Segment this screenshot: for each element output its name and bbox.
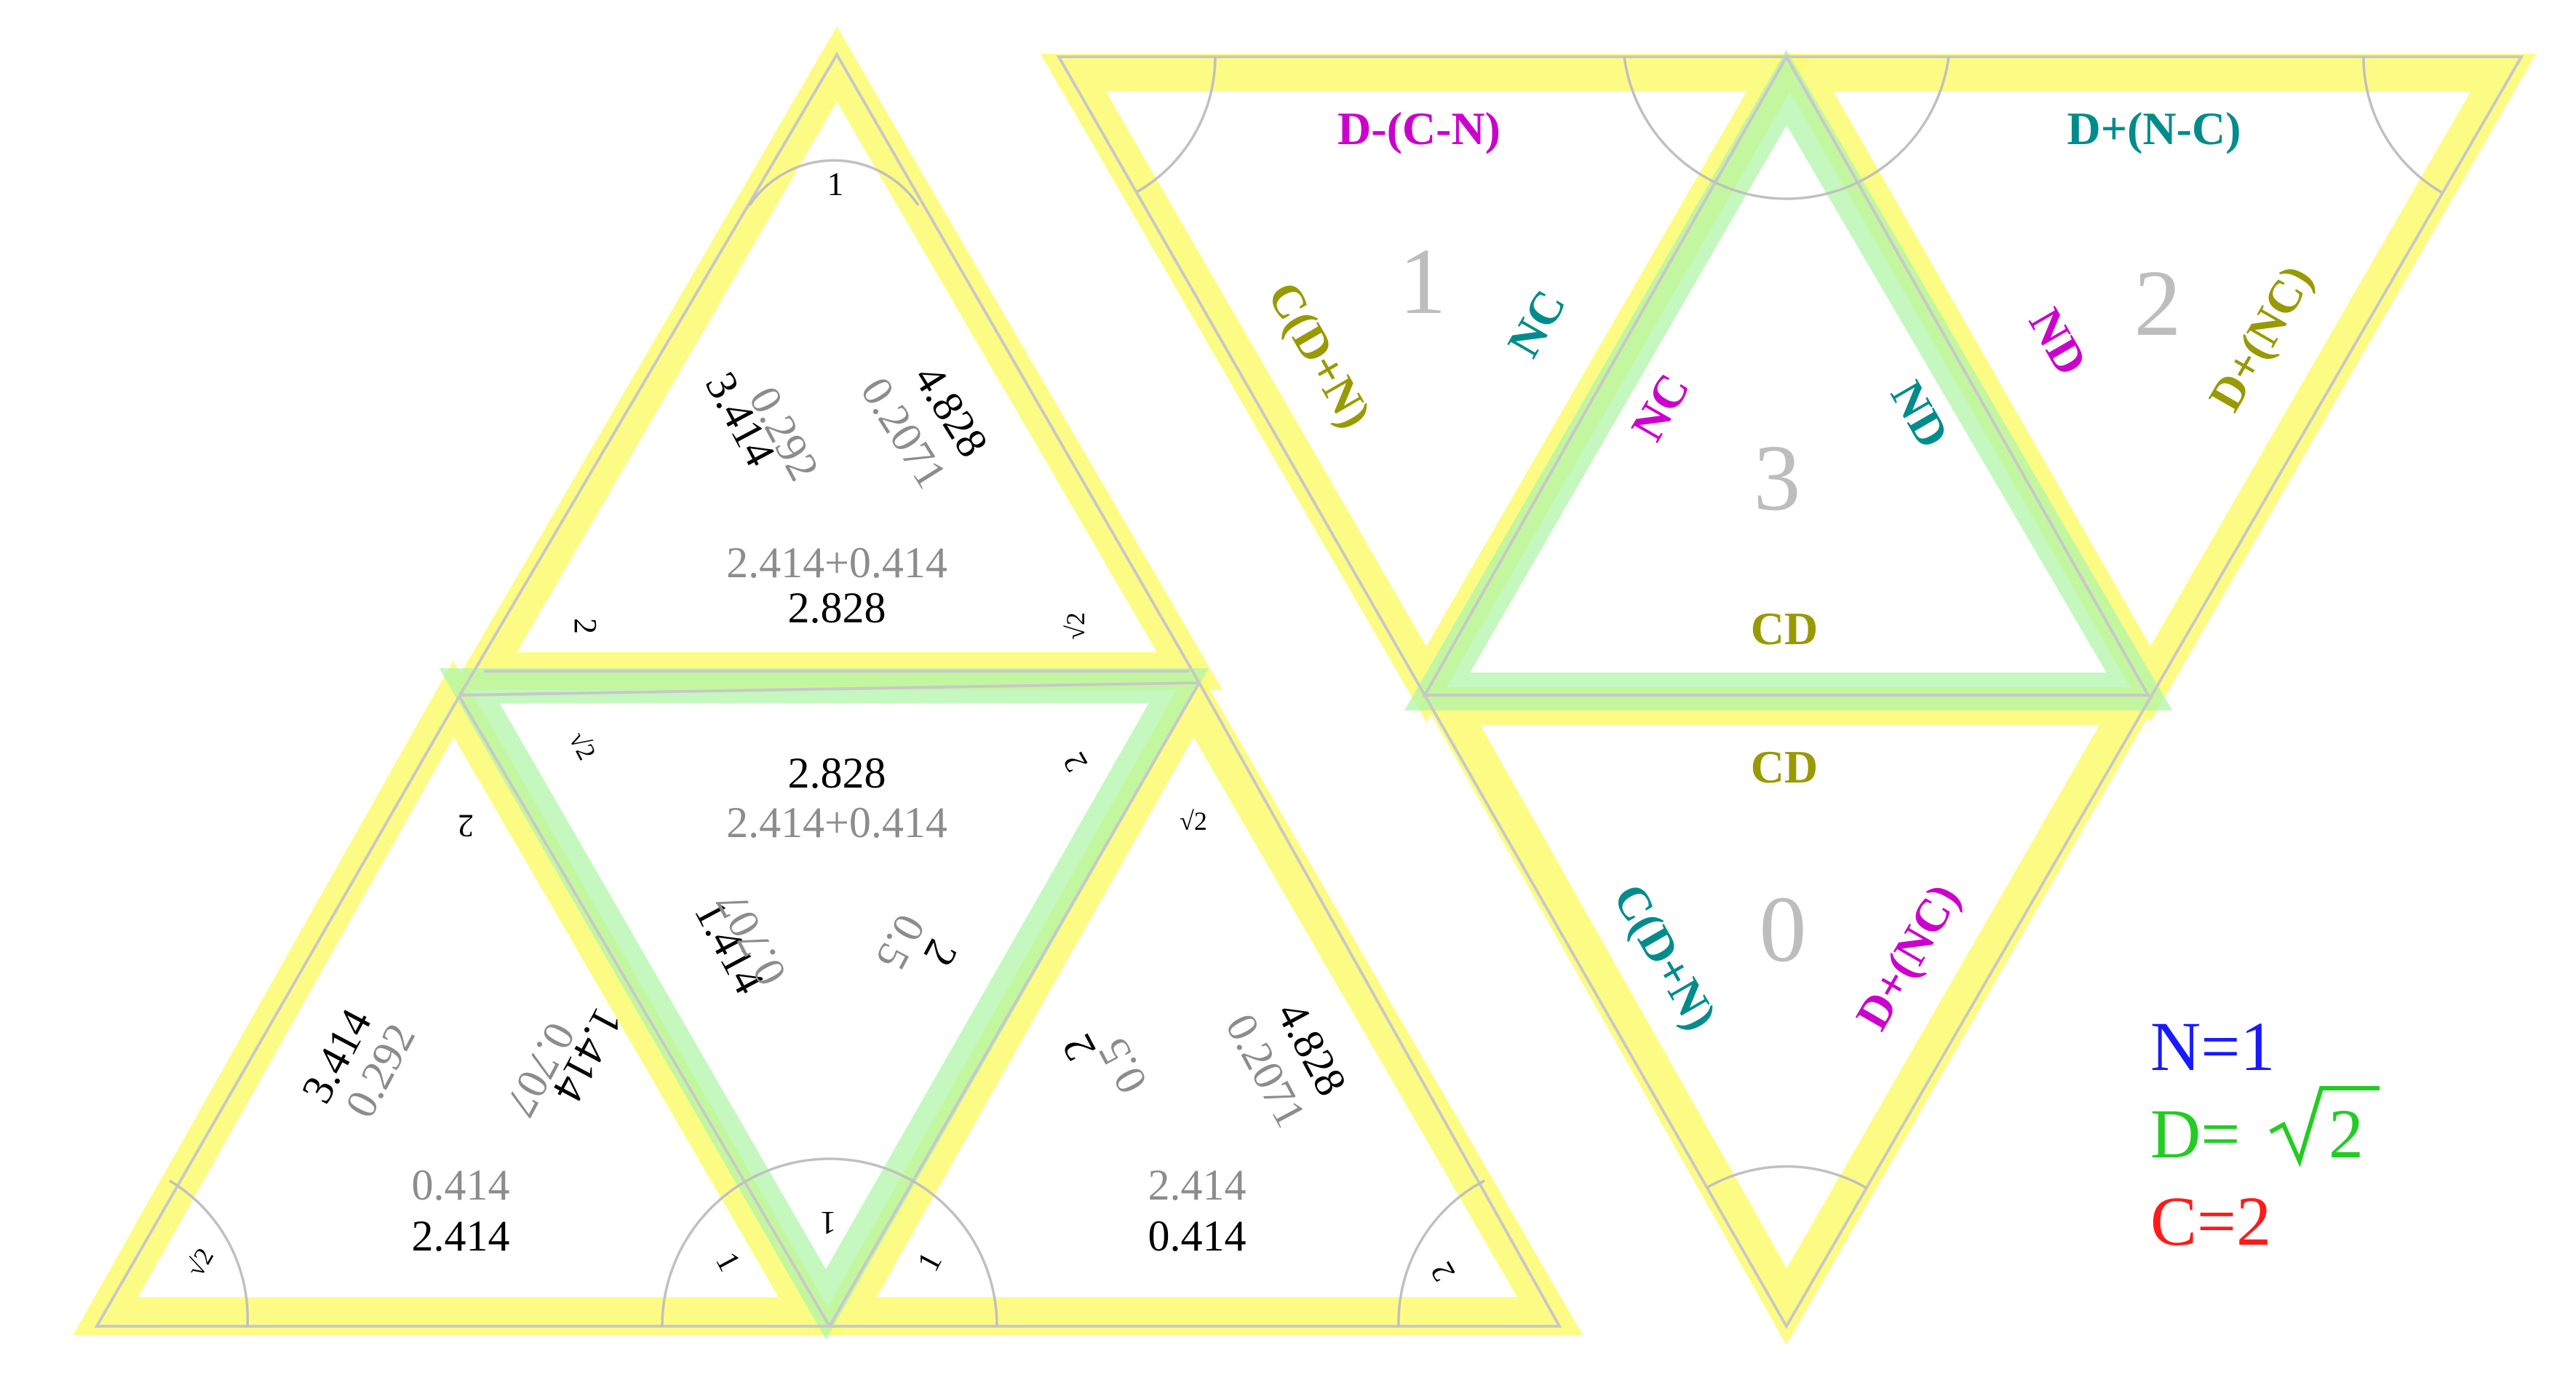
label-cd-lower: CD — [1751, 741, 1818, 793]
right-tri-bottom-sub: 2.414 — [1148, 1161, 1247, 1209]
left-net-center-triangle-band — [439, 668, 1209, 1340]
right-net-inner-triangle — [1422, 53, 2151, 697]
legend-n: N=1 — [2150, 1007, 2275, 1085]
right-tri-corner-right: 2 — [1423, 1256, 1462, 1288]
face-number-0: 0 — [1760, 877, 1807, 982]
right-corner-arc — [1397, 1179, 1485, 1327]
right-tri-corner-top: √2 — [1180, 807, 1207, 836]
top-tri-corner-right: √2 — [1061, 612, 1090, 640]
right-net-face0-band — [1415, 687, 2165, 1345]
right-tri-bottom-main: 0.414 — [1148, 1212, 1247, 1260]
right-net-outline — [1056, 55, 2524, 1330]
center-tri-corner-right: 2 — [1056, 746, 1094, 778]
bottom-center-arc — [661, 1157, 998, 1327]
top-tri-bottom-main: 2.828 — [788, 584, 886, 632]
label-d-minus-c-minus-n: D-(C-N) — [1337, 103, 1500, 154]
left-corner-arc — [169, 1179, 250, 1327]
face-number-2: 2 — [2134, 251, 2182, 356]
center-tri-corner-left: √2 — [563, 726, 602, 764]
right-net-fold-lines — [1423, 56, 2150, 696]
right-net-face3-band — [1404, 49, 2173, 710]
left-net-right-triangle-band — [811, 660, 1583, 1335]
left-tri-corner-right: 1 — [709, 1246, 748, 1277]
face1-corner-arc — [1136, 56, 1217, 194]
face2-corner-arc — [2362, 56, 2442, 194]
center-tri-right-sub: 0.5 — [867, 907, 934, 978]
right-tri-corner-left: 1 — [910, 1246, 949, 1277]
face-number-1: 1 — [1399, 229, 1447, 334]
top-tri-corner-top: 1 — [827, 165, 844, 202]
center-tri-top-sub: 2.414+0.414 — [726, 799, 947, 847]
top-corner-arc — [748, 159, 920, 206]
top-tri-bottom-sub: 2.414+0.414 — [726, 539, 947, 587]
face-number-3: 3 — [1754, 426, 1801, 531]
label-d-plus-n-minus-c: D+(N-C) — [2067, 103, 2241, 154]
left-tri-bottom-main: 2.414 — [412, 1212, 510, 1260]
left-net-fold-center — [458, 682, 1201, 1328]
sqrt-icon — [2269, 1086, 2380, 1168]
right-net: 1 2 3 0 D-(C-N) D+(N-C) C(D+N) NC NC ND … — [1040, 49, 2537, 1345]
label-cd-upper: CD — [1751, 603, 1818, 654]
legend-d-prefix: D= — [2150, 1095, 2240, 1173]
left-net-outline — [94, 52, 1201, 1328]
left-tri-corner-left: √2 — [180, 1243, 220, 1282]
legend: N=1 D= 2 C=2 — [2150, 1007, 2380, 1260]
face0-corner-arc — [1706, 1165, 1867, 1189]
top-tri-corner-left: 2 — [568, 618, 603, 634]
left-net: 1 2 √2 3.414 0.292 4.828 0.2071 2.414+0.… — [73, 26, 1583, 1340]
legend-c: C=2 — [2150, 1182, 2271, 1260]
label-nd-outer: ND — [2019, 299, 2098, 384]
right-net-face2-band — [1768, 54, 2537, 723]
left-tri-bottom-sub: 0.414 — [412, 1161, 510, 1209]
center-tri-top-main: 2.828 — [788, 749, 886, 797]
label-nc-outer: NC — [1498, 281, 1576, 365]
face3-top-arc — [1623, 56, 1950, 200]
center-tri-corner-bottom: 1 — [820, 1205, 837, 1242]
legend-d-value: 2 — [2329, 1095, 2364, 1173]
left-tri-corner-top: 2 — [458, 808, 474, 844]
left-net-outline-right — [459, 681, 1562, 1328]
